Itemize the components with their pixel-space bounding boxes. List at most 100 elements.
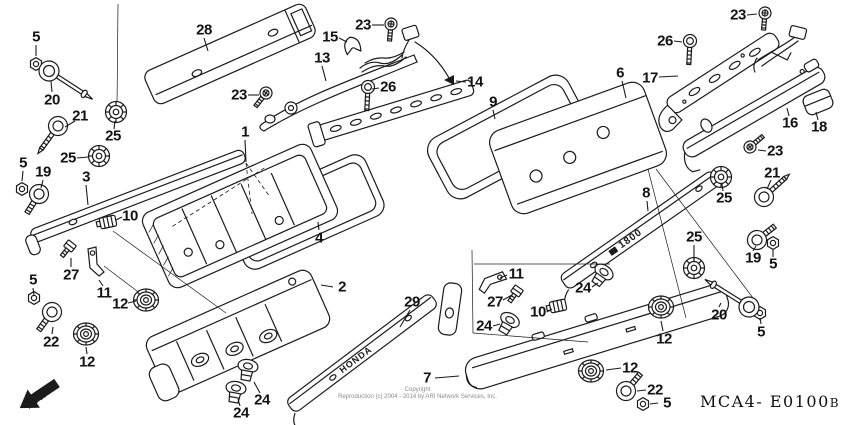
leader-line-14 <box>455 80 467 83</box>
construction-lines <box>103 3 754 343</box>
leader-line-10 <box>115 216 123 221</box>
part-callout-25: 25 <box>716 189 732 207</box>
leader-line-5 <box>649 402 659 405</box>
nut-5 <box>15 182 29 196</box>
leader-line-19 <box>752 245 757 252</box>
part-callout-3: 3 <box>82 168 90 186</box>
part-callout-23: 23 <box>767 142 783 160</box>
grommet-25 <box>709 165 733 189</box>
part-callout-5: 5 <box>29 271 37 289</box>
part-callout-7: 7 <box>423 369 431 387</box>
part-callout-6: 6 <box>616 64 624 82</box>
leader-line-2 <box>320 284 334 288</box>
part-callout-14: 14 <box>467 73 483 91</box>
leader-line-8 <box>646 200 649 212</box>
part-18-end-cap <box>802 88 834 116</box>
part-callout-1: 1 <box>241 123 249 141</box>
grommet-25 <box>87 144 111 168</box>
pin-24 <box>493 308 523 339</box>
leader-line-12 <box>660 320 664 332</box>
leader-line-23 <box>746 13 758 16</box>
part-callout-12: 12 <box>79 353 95 371</box>
part-callout-15: 15 <box>322 28 338 46</box>
grommet-12 <box>132 288 160 312</box>
part-callout-27: 27 <box>63 266 79 284</box>
leader-line-10 <box>546 308 553 313</box>
leader-line-17 <box>658 75 679 78</box>
part-callout-22: 22 <box>647 381 663 399</box>
grommet-25 <box>682 256 706 280</box>
copyright-line-2: Reproduction (c) 2004 - 2014 by ARI Netw… <box>338 394 497 400</box>
part-callout-24: 24 <box>254 391 270 409</box>
screw-27 <box>57 239 78 260</box>
leader-line-7 <box>434 375 460 379</box>
part-callout-20: 20 <box>711 306 727 324</box>
nut-5 <box>636 397 650 411</box>
part-callout-21: 21 <box>72 107 88 125</box>
leader-line-18 <box>815 111 819 121</box>
bracket-11 <box>475 270 510 295</box>
part-callout-11: 11 <box>96 284 112 302</box>
screw-27 <box>504 284 524 306</box>
leader-line-20 <box>718 302 722 308</box>
fr-direction-indicator: FR. <box>19 378 60 411</box>
wire-harness-right <box>753 25 808 73</box>
part-callout-5: 5 <box>769 255 777 273</box>
leader-line-22 <box>636 389 647 392</box>
part-callout-13: 13 <box>314 49 330 67</box>
part-13-stay-assembly <box>259 54 418 132</box>
screw-23 <box>250 83 276 111</box>
part-callout-16: 16 <box>782 114 798 132</box>
leader-line-27 <box>502 294 513 301</box>
part-28-upper-cover-bar <box>144 3 316 105</box>
leader-line-26 <box>371 87 380 90</box>
part-callout-17: 17 <box>642 69 658 87</box>
leader-line-21 <box>766 179 772 190</box>
part-callout-23: 23 <box>730 6 746 24</box>
part-callout-28: 28 <box>196 21 212 39</box>
screw-23 <box>740 130 768 157</box>
leader-line-4 <box>317 221 320 231</box>
leader-line-24 <box>492 323 501 327</box>
part-1-side-cover-panel <box>141 143 339 289</box>
leader-lines <box>21 13 819 407</box>
screw-26 <box>359 79 376 112</box>
leader-line-3 <box>85 184 89 206</box>
leader-line-26 <box>673 40 683 43</box>
grommet-12 <box>647 295 675 319</box>
part-callout-12: 12 <box>112 295 128 313</box>
grommet-25 <box>104 100 128 124</box>
part-callout-10: 10 <box>530 303 546 321</box>
leader-line-16 <box>786 107 790 117</box>
part-callout-12: 12 <box>622 359 638 377</box>
leader-line-13 <box>321 65 327 82</box>
part-17-upper-bracket <box>658 32 792 133</box>
part-16-lower-arm <box>682 58 826 173</box>
part-callout-24: 24 <box>476 317 492 335</box>
leader-line-29 <box>399 309 411 328</box>
part-14-stay-bracket <box>307 79 475 148</box>
screw-23 <box>382 16 399 43</box>
leader-line-11 <box>499 274 508 279</box>
leader-line-15 <box>338 37 348 43</box>
copyright-line-1: Copyright <box>404 387 431 393</box>
screw-23 <box>756 5 773 32</box>
part-callout-19: 19 <box>35 163 51 181</box>
part-callout-26: 26 <box>657 32 673 50</box>
part-callout-20: 20 <box>44 91 60 109</box>
part-callout-4: 4 <box>315 229 323 247</box>
part-callout-25: 25 <box>105 127 121 145</box>
copyright-watermark: Copyright Reproduction (c) 2004 - 2014 b… <box>310 387 525 401</box>
part-callout-23: 23 <box>355 16 371 34</box>
leader-line-24 <box>591 282 599 288</box>
diagram-code-suffix: B <box>829 396 841 410</box>
part-2-lower-cover <box>145 269 331 402</box>
leader-line-25 <box>721 183 724 192</box>
part-callout-5: 5 <box>32 28 40 46</box>
part-callout-12: 12 <box>656 330 672 348</box>
leader-line-6 <box>621 80 627 99</box>
leader-line-12 <box>127 300 137 304</box>
part-callout-23: 23 <box>231 86 247 104</box>
